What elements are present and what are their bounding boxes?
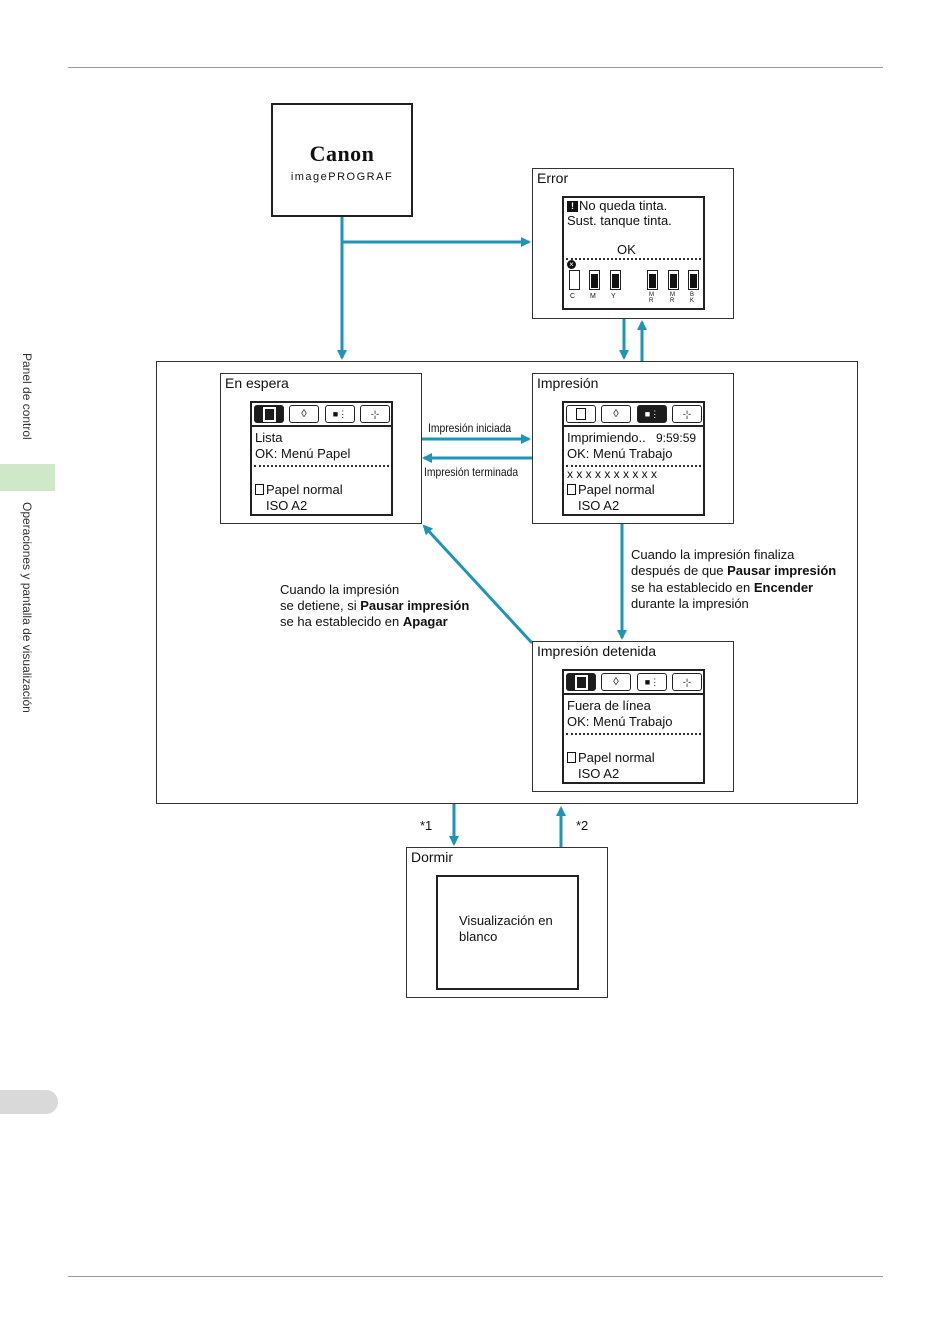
sidebar-chapter-label: Operaciones y pantalla de visualización <box>20 502 34 713</box>
stop-note-line1: Cuando la impresión <box>280 582 400 597</box>
lcd-tab-bar: ◊ ■⋮ -¦- <box>564 671 703 695</box>
settings-tab-icon: -¦- <box>360 405 390 423</box>
stopped-status-line: Fuera de línea <box>567 698 651 713</box>
paper-tab-icon <box>566 405 596 423</box>
ink-label-m: M <box>590 293 596 300</box>
paper-icon <box>567 484 576 495</box>
sleep-blank-text-line2: blanco <box>459 929 498 944</box>
ink-label-mr2: M R <box>670 292 675 304</box>
ink-tab-icon: ◊ <box>289 405 319 423</box>
paper-tab-icon <box>566 673 596 691</box>
arrow-stopped-to-standby <box>422 524 534 645</box>
ink-label-c: C <box>570 293 576 300</box>
ink-empty-icon: × <box>567 260 576 269</box>
sleep-state-panel: Dormir Visualización en blanco <box>406 847 608 998</box>
sleep-lcd-screen: Visualización en blanco <box>436 875 579 990</box>
error-ok-label: OK <box>617 242 636 257</box>
lcd-divider <box>566 465 701 467</box>
ink-tank-bk <box>688 270 699 290</box>
canon-logo-box: Canon imagePROGRAF <box>271 103 413 217</box>
printing-paper-type: Papel normal <box>578 482 655 497</box>
imageprograf-logo: imagePROGRAF <box>290 171 394 183</box>
operating-states-container <box>156 361 858 804</box>
stop-note-line2: se detiene, si Pausar impresión <box>280 598 470 613</box>
standby-menu-line: OK: Menú Papel <box>255 446 351 461</box>
standby-lcd-screen: ◊ ■⋮ -¦- Lista OK: Menú Papel Papel norm… <box>250 401 393 516</box>
printing-lcd-screen: ◊ ■⋮ -¦- Imprimiendo.. 9:59:59 OK: Menú … <box>562 401 705 516</box>
error-lcd-screen: ! No queda tinta. Sust. tanque tinta. OK… <box>562 196 705 310</box>
settings-tab-icon: -¦- <box>672 405 702 423</box>
ink-label-mr1: M R <box>649 292 654 304</box>
finish-note-line1: Cuando la impresión finaliza <box>631 547 795 562</box>
error-message-line1: No queda tinta. <box>579 198 668 213</box>
ink-tank-y <box>610 270 621 290</box>
canon-brand-logo: Canon <box>309 141 375 166</box>
standby-paper-type: Papel normal <box>266 482 343 497</box>
lcd-divider <box>566 258 701 260</box>
stopped-state-panel: Impresión detenida ◊ ■⋮ -¦- Fuera de lín… <box>532 641 734 792</box>
printing-status-line: Imprimiendo.. <box>567 430 646 445</box>
error-state-panel: Error ! No queda tinta. Sust. tanque tin… <box>532 168 734 319</box>
finish-note-line3: se ha establecido en Encender <box>631 580 814 595</box>
paper-tab-icon <box>254 405 284 423</box>
sleep-state-title: Dormir <box>411 849 453 865</box>
printing-menu-line: OK: Menú Trabajo <box>567 446 673 461</box>
paper-icon <box>255 484 264 495</box>
ink-tab-icon: ◊ <box>601 673 631 691</box>
standby-paper-size: ISO A2 <box>266 498 308 513</box>
stopped-menu-line: OK: Menú Trabajo <box>567 714 673 729</box>
standby-status-line: Lista <box>255 430 283 445</box>
warning-icon: ! <box>567 201 578 212</box>
sidebar-active-tab <box>0 464 55 491</box>
page-number-tab <box>0 1090 58 1114</box>
lcd-divider <box>566 733 701 735</box>
ink-label-y: Y <box>611 293 616 300</box>
printing-paper-size: ISO A2 <box>578 498 620 513</box>
error-message-line2: Sust. tanque tinta. <box>567 213 672 228</box>
finish-note-line2: después de que Pausar impresión <box>631 563 837 578</box>
error-state-title: Error <box>537 170 569 186</box>
lcd-tab-bar: ◊ ■⋮ -¦- <box>564 403 703 427</box>
stopped-state-title: Impresión detenida <box>537 643 657 659</box>
paper-icon <box>567 752 576 763</box>
sidebar-section-label: Panel de control <box>20 353 34 440</box>
printing-time: 9:59:59 <box>656 431 697 445</box>
printing-state-title: Impresión <box>537 375 599 391</box>
ink-tank-mr1 <box>647 270 658 290</box>
print-started-label: Impresión iniciada <box>428 421 512 435</box>
stopped-lcd-screen: ◊ ■⋮ -¦- Fuera de línea OK: Menú Trabajo… <box>562 669 705 784</box>
stop-note-line3: se ha establecido en Apagar <box>280 614 448 629</box>
printing-job-name: x x x x x x x x x x <box>567 467 658 481</box>
lcd-divider <box>254 465 389 467</box>
sleep-blank-text-line1: Visualización en <box>459 913 553 928</box>
finish-note-line4: durante la impresión <box>631 596 749 611</box>
ink-label-bk: B K <box>690 292 695 304</box>
ink-tab-icon: ◊ <box>601 405 631 423</box>
job-tab-icon: ■⋮ <box>637 405 667 423</box>
footer-rule <box>68 1276 883 1277</box>
ink-tank-mr2 <box>668 270 679 290</box>
sleep-note-1: *1 <box>420 818 433 833</box>
sleep-note-2: *2 <box>576 818 589 833</box>
ink-tank-m <box>589 270 600 290</box>
ink-tank-c <box>569 270 580 290</box>
settings-tab-icon: -¦- <box>672 673 702 691</box>
print-finished-label: Impresión terminada <box>424 465 519 479</box>
stopped-paper-type: Papel normal <box>578 750 655 765</box>
printing-state-panel: Impresión ◊ ■⋮ -¦- Imprimiendo.. 9:59:59… <box>532 373 734 524</box>
header-rule <box>68 67 883 68</box>
job-tab-icon: ■⋮ <box>325 405 355 423</box>
job-tab-icon: ■⋮ <box>637 673 667 691</box>
standby-state-panel: En espera ◊ ■⋮ -¦- Lista OK: Menú Papel … <box>220 373 422 524</box>
standby-state-title: En espera <box>225 375 289 391</box>
lcd-tab-bar: ◊ ■⋮ -¦- <box>252 403 391 427</box>
stopped-paper-size: ISO A2 <box>578 766 620 781</box>
